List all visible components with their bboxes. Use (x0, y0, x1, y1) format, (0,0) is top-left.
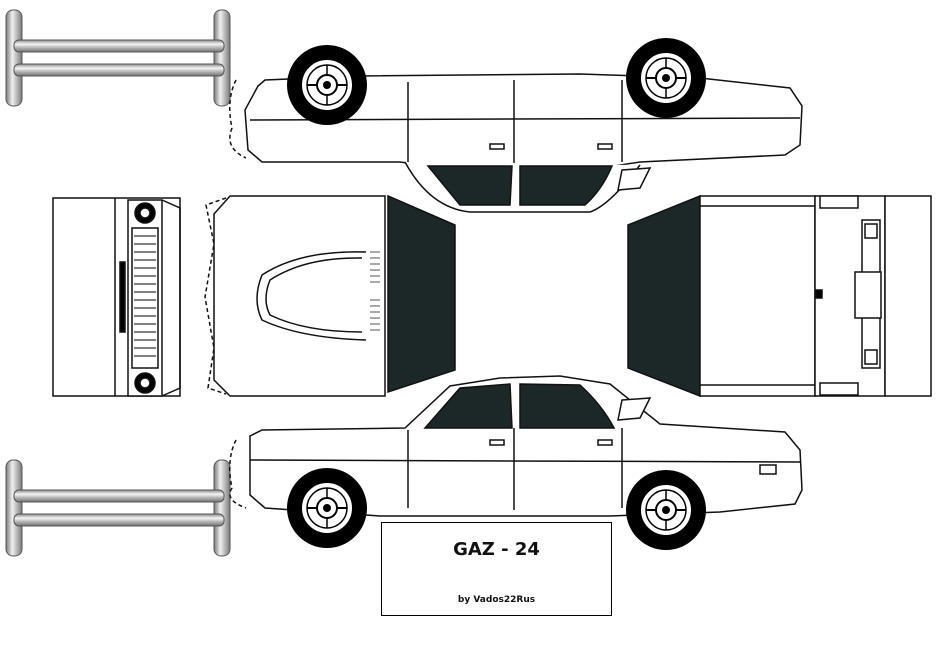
rear-window-panel (627, 194, 701, 398)
hood-panel (204, 195, 386, 397)
bumper-top-left (5, 9, 231, 107)
bumper-bottom-left (5, 459, 231, 557)
label-box: GAZ - 24 by Vados22Rus (381, 522, 612, 616)
rear-end-panel (854, 195, 932, 397)
wheel-icon (286, 467, 368, 549)
windshield-panel (387, 194, 456, 394)
wheel-icon (286, 44, 368, 126)
model-title: GAZ - 24 (453, 539, 540, 560)
wheel-icon (625, 37, 707, 119)
trunk-panel (699, 195, 886, 397)
author-credit: by Vados22Rus (457, 595, 536, 605)
wheel-icon (625, 469, 707, 551)
front-grille-panel (52, 197, 181, 397)
